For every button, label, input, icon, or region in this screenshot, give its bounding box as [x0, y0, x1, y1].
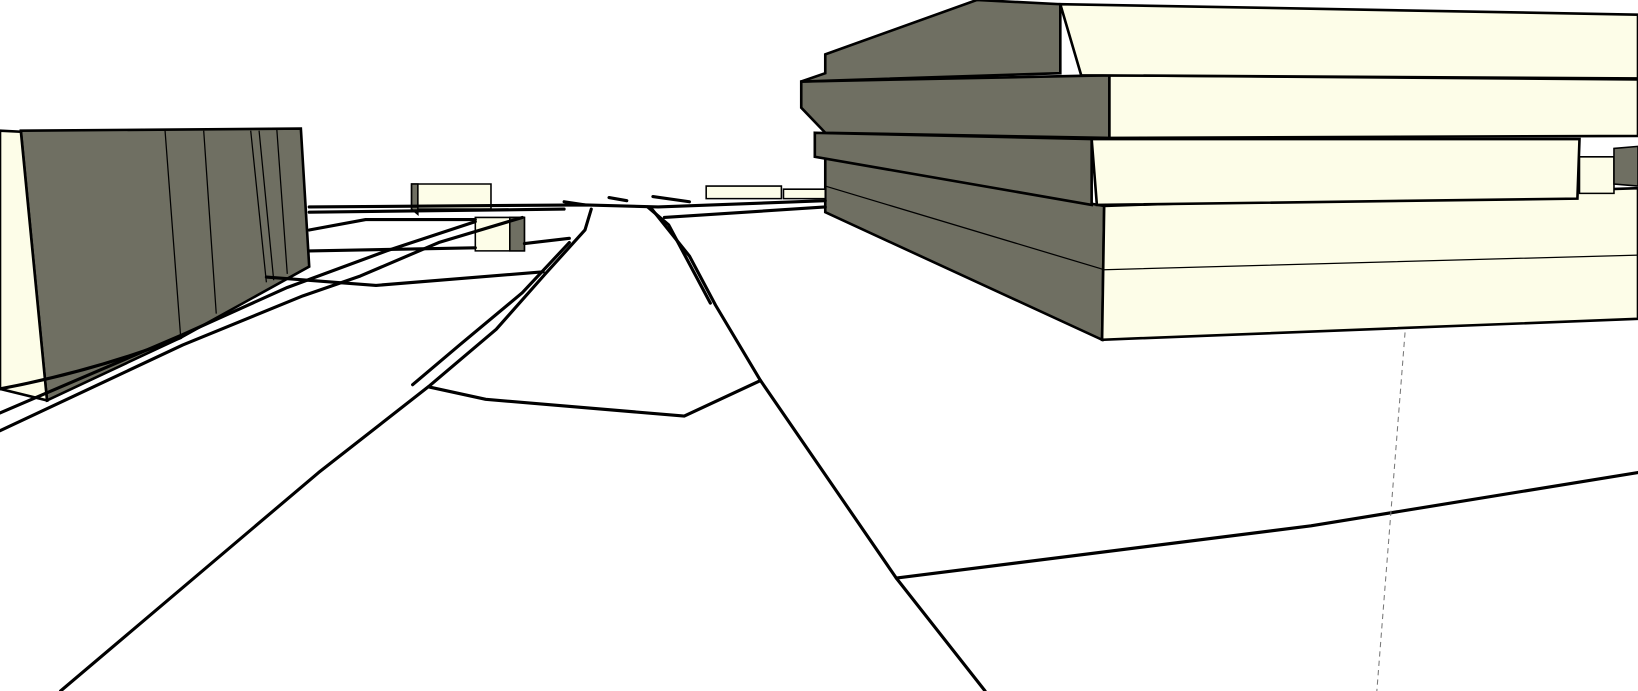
right-building: [799, 0, 1638, 342]
distant-blocks: [410, 183, 827, 252]
guide-line: [1376, 332, 1406, 691]
road-edges: [0, 194, 1638, 691]
left-building: [0, 127, 311, 403]
